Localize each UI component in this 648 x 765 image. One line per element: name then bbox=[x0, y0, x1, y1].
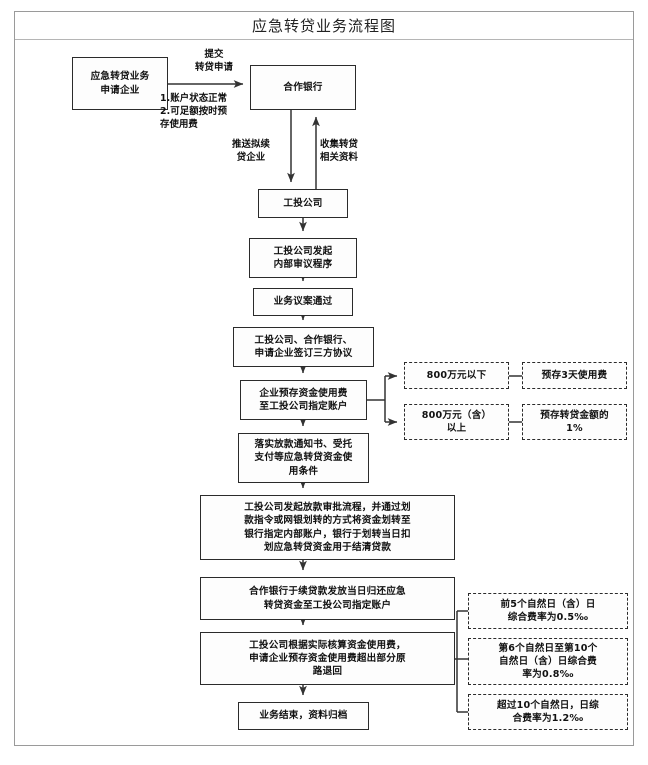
node-fee-1-percent[interactable]: 预存转贷金额的 1% bbox=[522, 404, 627, 440]
node-fee-3-days[interactable]: 预存3天使用费 bbox=[522, 362, 627, 389]
diagram-title-bar: 应急转贷业务流程图 bbox=[15, 12, 633, 40]
node-repayment[interactable]: 合作银行于续贷款发放当日归还应急 转贷资金至工投公司指定账户 bbox=[200, 577, 455, 620]
node-gongtou-company[interactable]: 工投公司 bbox=[258, 189, 348, 218]
node-rate-first-5-days[interactable]: 前5个自然日（含）日 综合费率为0.5‰ bbox=[468, 593, 628, 629]
node-partner-bank[interactable]: 合作银行 bbox=[250, 65, 356, 110]
node-amount-below-800[interactable]: 800万元以下 bbox=[404, 362, 509, 389]
edge-label-collect-materials: 收集转贷 相关资料 bbox=[320, 139, 358, 164]
node-archive[interactable]: 业务结束，资料归档 bbox=[238, 702, 369, 730]
node-settle-refund[interactable]: 工投公司根据实际核算资金使用费， 申请企业预存资金使用费超出部分原 路退回 bbox=[200, 632, 455, 685]
node-tripartite-agreement[interactable]: 工投公司、合作银行、 申请企业签订三方协议 bbox=[233, 327, 374, 367]
node-amount-800-above[interactable]: 800万元（含） 以上 bbox=[404, 404, 509, 440]
node-rate-over-10-days[interactable]: 超过10个自然日，日综 合费率为1.2‰ bbox=[468, 694, 628, 730]
node-proposal-approved[interactable]: 业务议案通过 bbox=[253, 288, 353, 316]
edge-label-submit-application: 提交 转贷申请 bbox=[195, 49, 233, 74]
page-title: 应急转贷业务流程图 bbox=[251, 17, 396, 35]
node-applicant[interactable]: 应急转贷业务 申请企业 bbox=[72, 57, 168, 110]
node-prepay-fee[interactable]: 企业预存资金使用费 至工投公司指定账户 bbox=[240, 380, 367, 420]
node-loan-conditions[interactable]: 落实放款通知书、受托 支付等应急转贷资金使 用条件 bbox=[238, 433, 369, 483]
edge-label-account-conditions: 1.账户状态正常 2.可足额按时预 存使用费 bbox=[160, 93, 228, 131]
node-rate-6-to-10-days[interactable]: 第6个自然日至第10个 自然日（含）日综合费 率为0.8‰ bbox=[468, 638, 628, 685]
node-disbursement-process[interactable]: 工投公司发起放款审批流程，并通过划 款指令或网银划转的方式将资金划转至 银行指定… bbox=[200, 495, 455, 560]
node-internal-review[interactable]: 工投公司发起 内部审议程序 bbox=[249, 238, 357, 278]
edge-label-push-renewal-enterprise: 推送拟续 贷企业 bbox=[232, 139, 270, 164]
